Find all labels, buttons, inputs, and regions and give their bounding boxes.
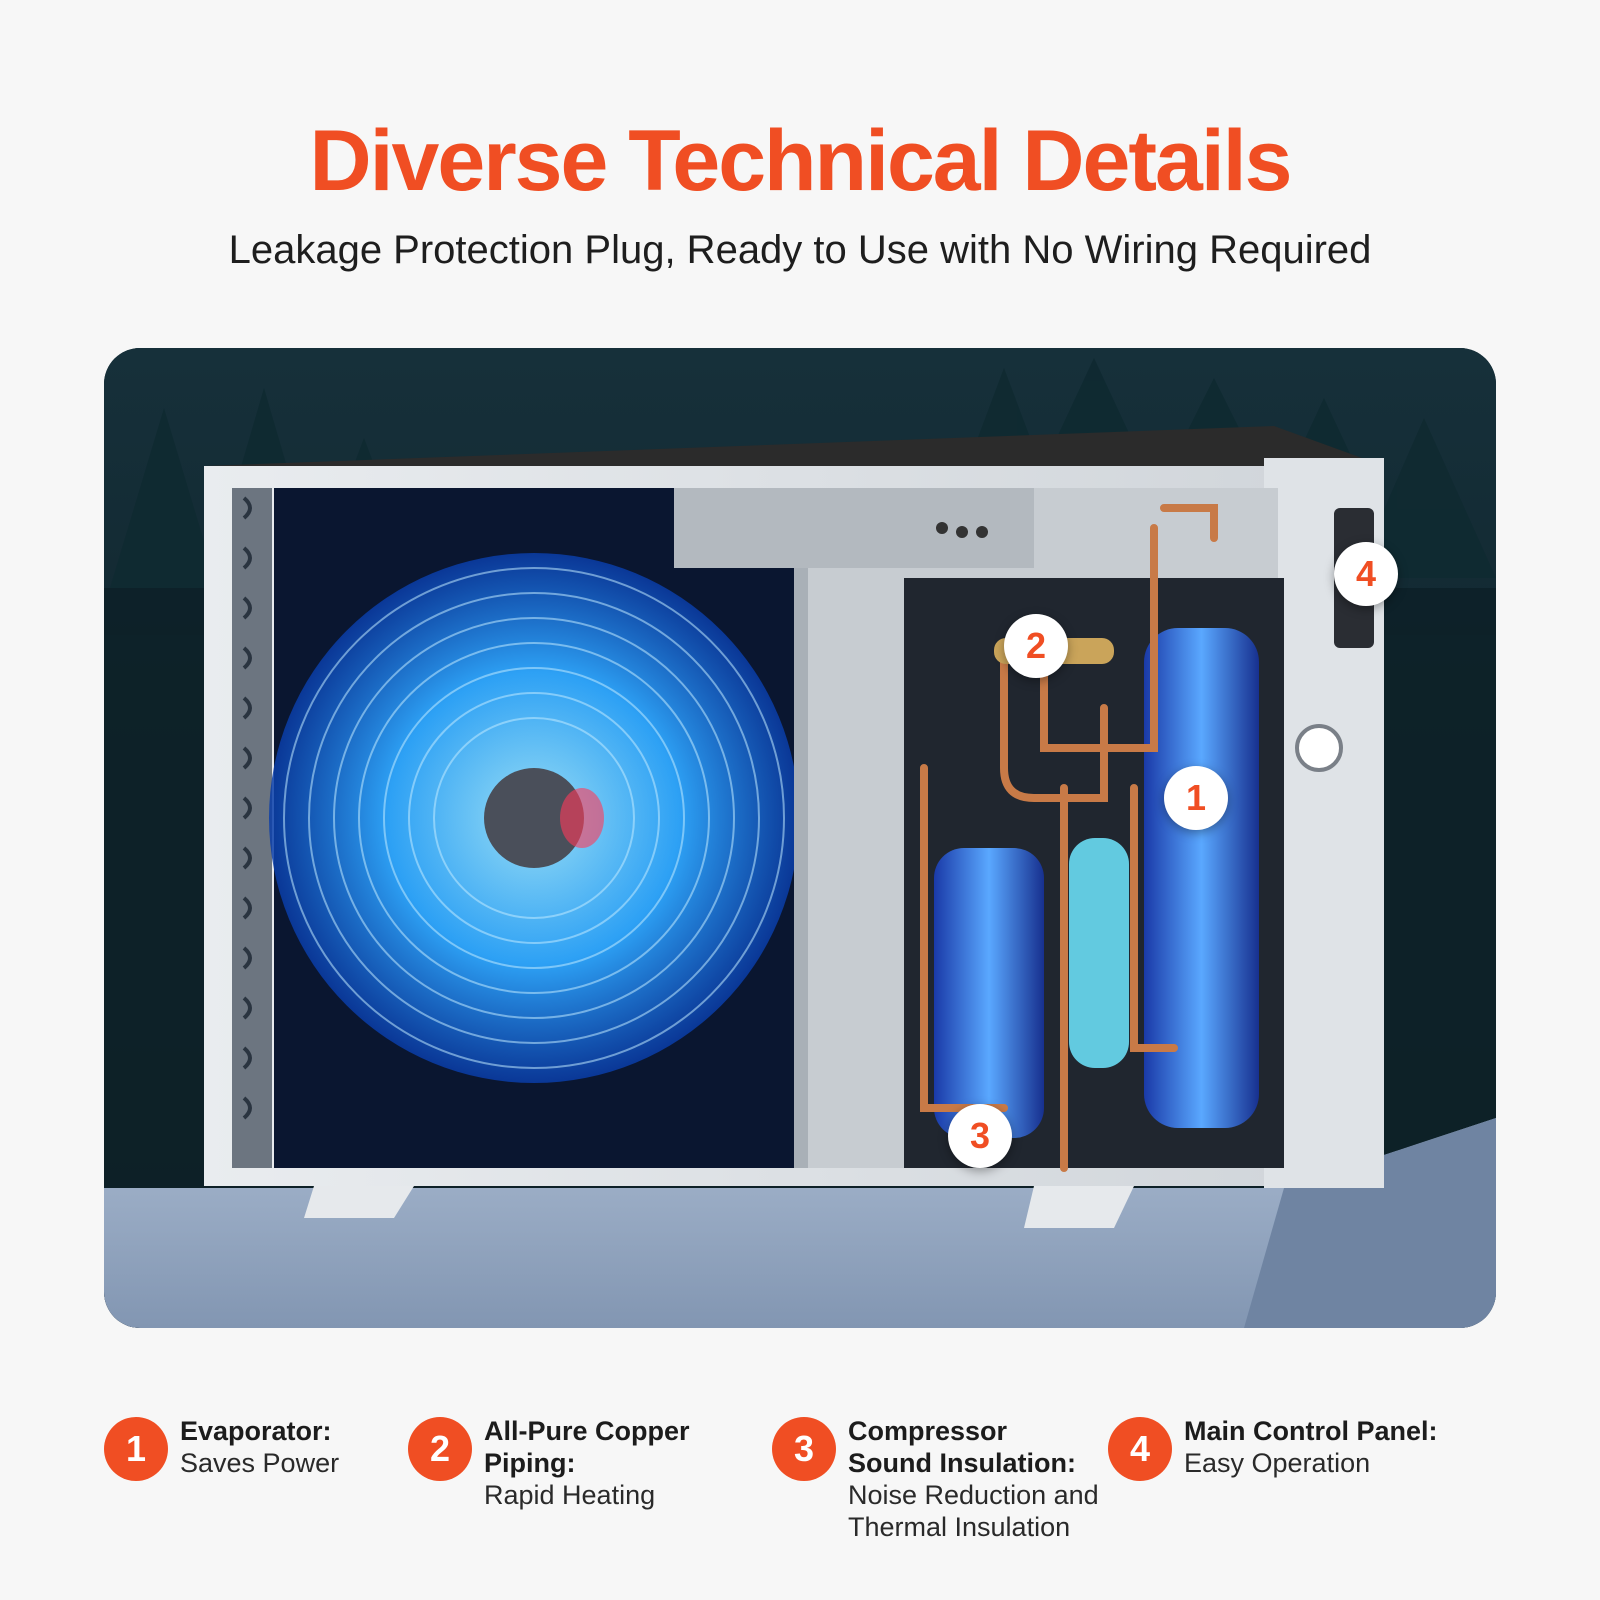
page-title: Diverse Technical Details: [309, 113, 1293, 209]
feature-desc: Rapid Heating: [484, 1480, 656, 1510]
feature-number-badge: 3: [772, 1417, 836, 1481]
feature-item-evaporator: 1 Evaporator: Saves Power: [104, 1415, 339, 1481]
feature-title: Piping:: [484, 1448, 576, 1478]
feature-number-badge: 1: [104, 1417, 168, 1481]
feature-item-compressor-insulation: 3 Compressor Sound Insulation: Noise Red…: [772, 1415, 1099, 1543]
marker-badge-4: 4: [1334, 542, 1398, 606]
feature-item-copper-piping: 2 All-Pure Copper Piping: Rapid Heating: [408, 1415, 690, 1511]
marker-badge-3: 3: [948, 1104, 1012, 1168]
feature-item-control-panel: 4 Main Control Panel: Easy Operation: [1108, 1415, 1438, 1481]
feature-title: All-Pure Copper: [484, 1416, 690, 1446]
feature-desc: Easy Operation: [1184, 1448, 1371, 1478]
feature-title: Sound Insulation:: [848, 1448, 1076, 1478]
feature-desc: Saves Power: [180, 1448, 340, 1478]
feature-title: Main Control Panel:: [1184, 1416, 1438, 1446]
feature-title: Compressor: [848, 1416, 1008, 1446]
feature-title: Evaporator:: [180, 1416, 332, 1446]
feature-desc: Noise Reduction and: [848, 1480, 1099, 1510]
marker-badge-2: 2: [1004, 614, 1068, 678]
product-cutaway-image: 1 2 3 4: [104, 348, 1496, 1328]
marker-badge-1: 1: [1164, 766, 1228, 830]
heat-pump-cutaway-icon: [104, 348, 1496, 1328]
page-subtitle: Leakage Protection Plug, Ready to Use wi…: [228, 228, 1372, 272]
feature-number-badge: 4: [1108, 1417, 1172, 1481]
feature-number-badge: 2: [408, 1417, 472, 1481]
feature-desc: Thermal Insulation: [848, 1512, 1071, 1542]
